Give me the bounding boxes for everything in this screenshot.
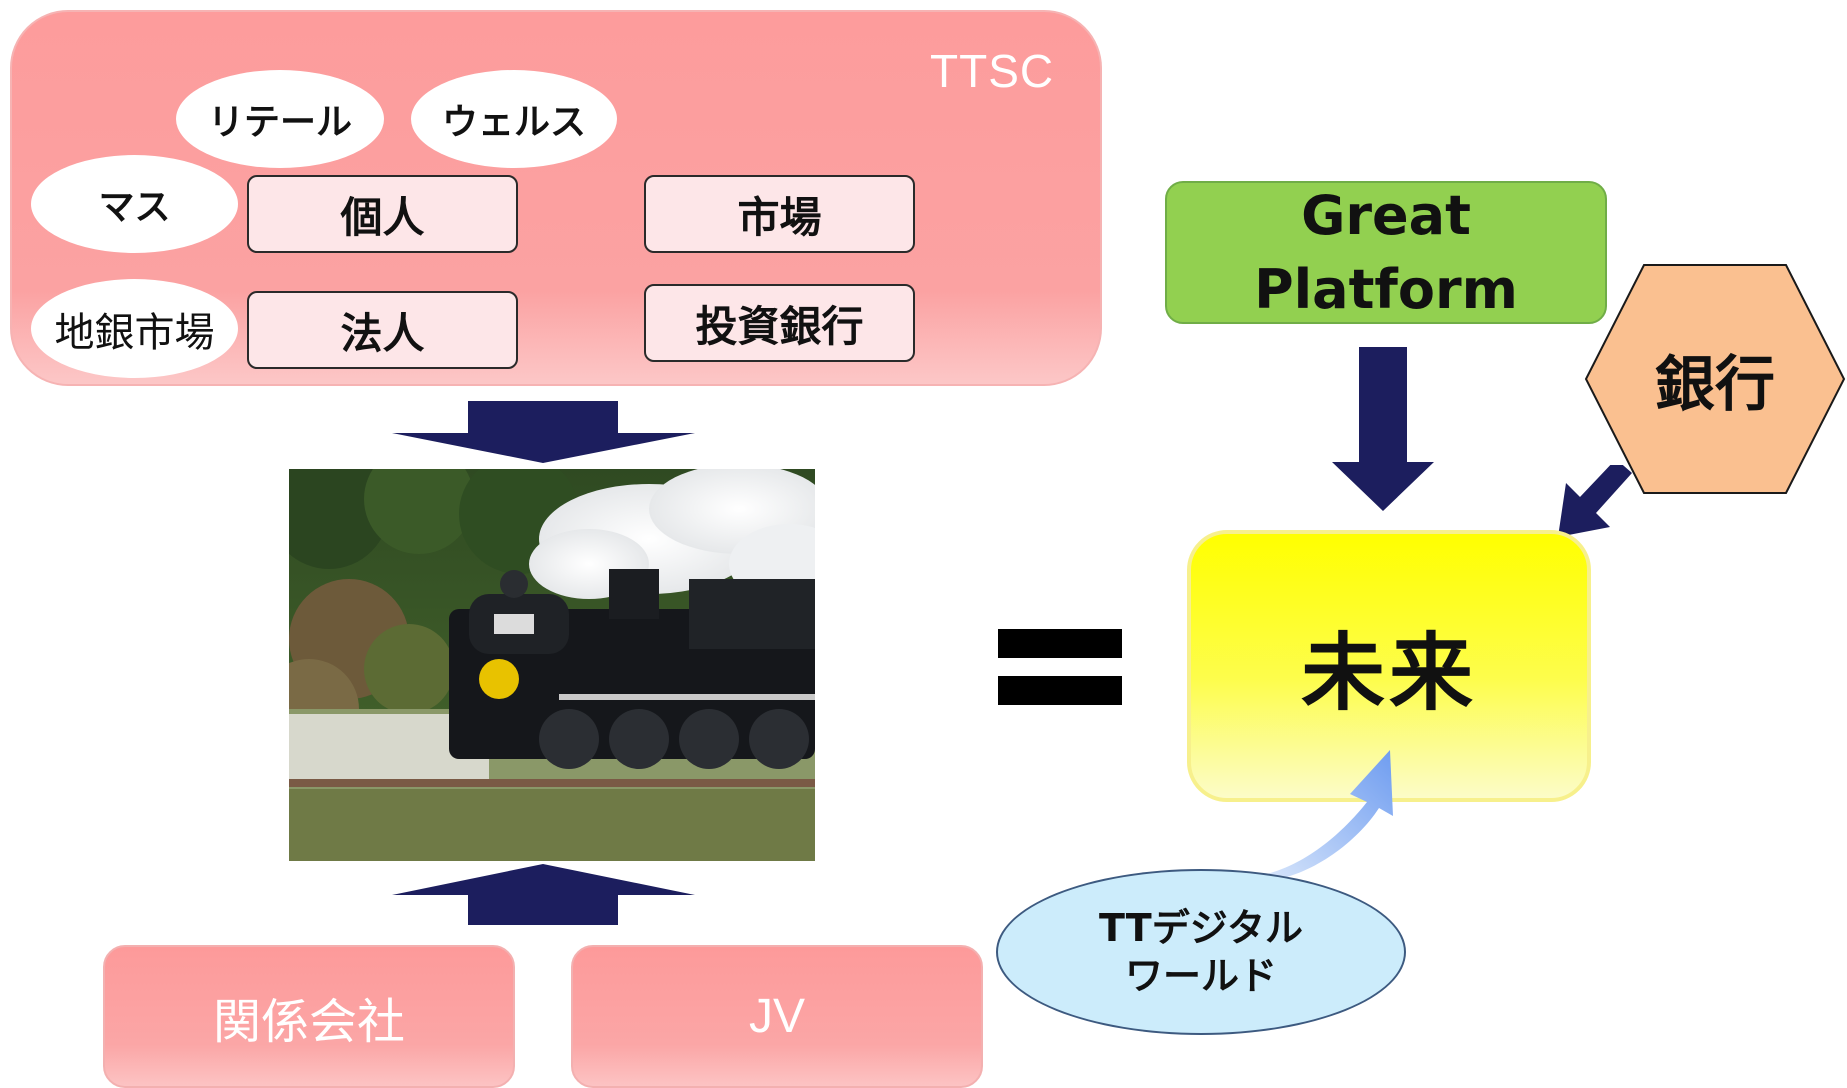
great-platform-line1: Great <box>1301 183 1471 247</box>
down-arrow-icon <box>392 401 695 463</box>
curved-arrow-icon <box>1255 750 1415 880</box>
retail-ellipse: リテール <box>176 70 384 168</box>
individual-box: 個人 <box>247 175 518 253</box>
ttsc-label: TTSC <box>930 45 1055 97</box>
equals-sign-top <box>998 629 1122 658</box>
equals-sign-bottom <box>998 676 1122 705</box>
regional-bank-market-ellipse: 地銀市場 <box>31 279 238 378</box>
tt-digital-line1: TTデジタル <box>1099 906 1303 950</box>
bank-hexagon: 銀行 <box>1584 263 1846 495</box>
tt-digital-line2: ワールド <box>1124 954 1277 998</box>
mass-ellipse: マス <box>31 155 238 253</box>
corporate-box: 法人 <box>247 291 518 369</box>
great-platform-line2: Platform <box>1254 257 1518 321</box>
tt-digital-world-ellipse: TTデジタル ワールド <box>996 869 1406 1035</box>
market-box: 市場 <box>644 175 915 253</box>
up-arrow-icon <box>392 864 695 925</box>
jv-box: JV <box>571 945 983 1088</box>
affiliates-box: 関係会社 <box>103 945 515 1088</box>
steam-locomotive-photo <box>289 469 815 861</box>
platform-down-arrow-icon <box>1332 347 1434 511</box>
bank-label: 銀行 <box>1655 349 1775 420</box>
bank-diagonal-arrow-icon <box>1558 465 1633 537</box>
great-platform-box: Great Platform <box>1165 181 1607 324</box>
investment-bank-box: 投資銀行 <box>644 284 915 362</box>
wealth-ellipse: ウェルス <box>411 70 617 168</box>
future-box: 未来 <box>1187 530 1591 802</box>
